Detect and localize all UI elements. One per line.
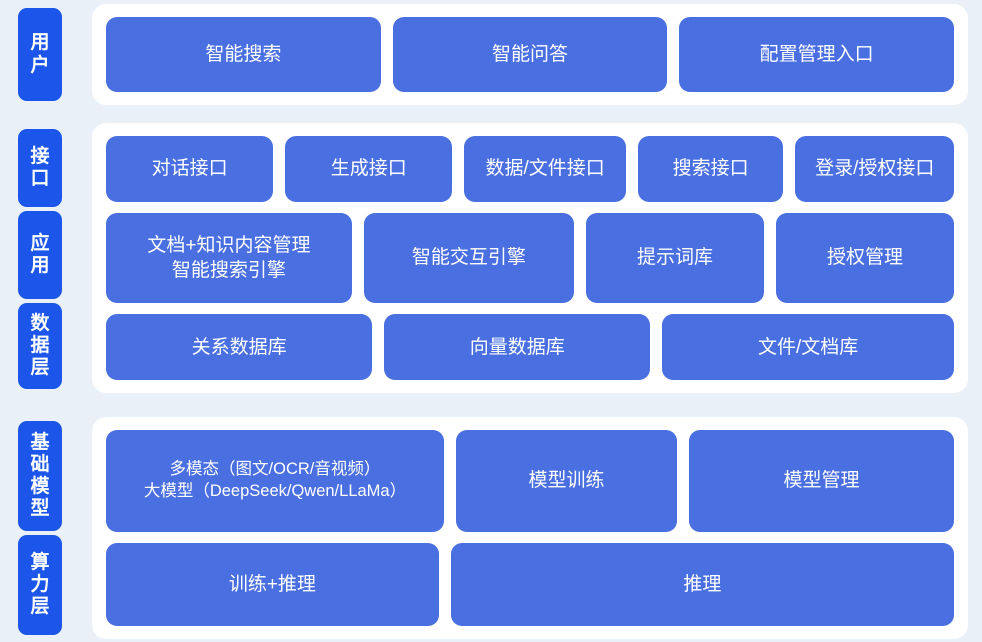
box-label: 文件/文档库 <box>758 336 859 358</box>
box-smart-qa[interactable]: 智能问答 <box>392 17 668 92</box>
layer-tab-char: 应 <box>30 232 50 254</box>
layer-tab-char: 数 <box>30 312 50 334</box>
box-label: 搜索接口 <box>672 158 749 180</box>
row-model-row: 多模态（图文/OCR/音视频） 大模型（DeepSeek/Qwen/LLaMa） 模… <box>106 430 954 532</box>
rail-infrastructure: 基础模型算力层 <box>0 417 92 639</box>
layer-tab-char: 算 <box>30 551 50 573</box>
box-label: 多模态（图文/OCR/音视频） <box>169 460 381 479</box>
box-label: 数据/文件接口 <box>485 158 605 180</box>
box-model-training[interactable]: 模型训练 <box>455 430 678 532</box>
layer-tab-foundation-model[interactable]: 基础模型 <box>18 421 62 531</box>
layer-tab-char: 型 <box>30 498 50 520</box>
layer-tab-char: 层 <box>30 596 50 618</box>
box-label: 向量数据库 <box>469 336 565 358</box>
box-smart-interaction-engine[interactable]: 智能交互引擎 <box>363 212 574 304</box>
layer-tab-char: 口 <box>30 168 50 189</box>
section-user: 用户 智能搜索 智能问答 配置管理入口 <box>0 4 982 105</box>
box-prompt-library[interactable]: 提示词库 <box>585 212 764 304</box>
box-vector-database[interactable]: 向量数据库 <box>384 314 651 380</box>
layer-tab-char: 力 <box>30 573 50 595</box>
box-login-auth-api[interactable]: 登录/授权接口 <box>795 136 954 202</box>
row-application-row: 文档+知识内容管理智能搜索引擎 智能交互引擎 提示词库 授权管理 <box>106 212 955 304</box>
layer-tab-char: 用 <box>30 255 50 276</box>
box-label: 关系数据库 <box>191 336 287 358</box>
layer-tab-compute-layer[interactable]: 算力层 <box>18 535 62 635</box>
box-authorization-management[interactable]: 授权管理 <box>776 212 955 304</box>
panel-infrastructure: 多模态（图文/OCR/音视频） 大模型（DeepSeek/Qwen/LLaMa） 模… <box>92 417 968 639</box>
panel-user: 智能搜索 智能问答 配置管理入口 <box>92 4 968 105</box>
box-multimodal-foundation-model[interactable]: 多模态（图文/OCR/音视频） 大模型（DeepSeek/Qwen/LLaMa） <box>106 430 444 532</box>
box-label: 登录/授权接口 <box>815 158 935 180</box>
box-data-file-api[interactable]: 数据/文件接口 <box>464 136 626 202</box>
layer-tab-char: 模 <box>30 476 50 497</box>
layer-tab-char: 层 <box>30 357 50 379</box>
row-data-row: 关系数据库 向量数据库 文件/文档库 <box>106 314 954 380</box>
layer-tab-char: 据 <box>30 334 50 356</box>
box-relational-database[interactable]: 关系数据库 <box>106 314 373 380</box>
box-dialog-api[interactable]: 对话接口 <box>106 136 274 202</box>
box-label: 提示词库 <box>636 247 713 269</box>
layer-tab-char: 基 <box>30 431 50 453</box>
box-label: 智能搜索引擎 <box>171 260 286 281</box>
layer-tab-application[interactable]: 应用 <box>18 211 62 299</box>
box-label: 对话接口 <box>151 158 228 180</box>
box-label: 智能交互引擎 <box>411 247 526 269</box>
box-smart-search[interactable]: 智能搜索 <box>106 17 381 92</box>
box-generation-api[interactable]: 生成接口 <box>285 136 453 202</box>
row-compute-row: 训练+推理 推理 <box>106 542 954 627</box>
box-doc-knowledge-management[interactable]: 文档+知识内容管理智能搜索引擎 <box>106 212 352 304</box>
rail-platform: 接口应用数据层 <box>0 123 92 393</box>
layer-tab-char: 础 <box>30 453 50 475</box>
layer-tab-char: 接 <box>30 145 50 167</box>
box-label: 配置管理入口 <box>759 43 874 65</box>
box-training-plus-inference[interactable]: 训练+推理 <box>106 542 439 627</box>
panel-platform: 对话接口 生成接口 数据/文件接口 搜索接口 登录/授权接口文档+知识内容管理智能搜索引… <box>92 123 968 393</box>
box-label: 智能搜索 <box>205 43 282 65</box>
section-infrastructure: 基础模型算力层多模态（图文/OCR/音视频）大模型（DeepSeek/Qwen/… <box>0 417 982 639</box>
box-label: 智能问答 <box>492 43 569 65</box>
layer-tab-char: 用 <box>30 32 50 54</box>
box-label: 训练+推理 <box>228 573 316 595</box>
rail-user: 用户 <box>0 4 92 105</box>
box-label: 文档+知识内容管理 <box>147 234 311 256</box>
box-label: 生成接口 <box>330 158 407 180</box>
layer-tab-interface[interactable]: 接口 <box>18 129 62 207</box>
box-search-api[interactable]: 搜索接口 <box>637 136 784 202</box>
box-label: 推理 <box>683 573 722 595</box>
row-interface-row: 对话接口 生成接口 数据/文件接口 搜索接口 登录/授权接口 <box>106 136 954 202</box>
layer-tab-user[interactable]: 用户 <box>18 8 62 101</box>
box-label: 模型训练 <box>528 470 605 492</box>
box-label: 大模型（DeepSeek/Qwen/LLaMa） <box>143 481 407 500</box>
layer-tab-char: 户 <box>30 54 50 76</box>
box-file-document-store[interactable]: 文件/文档库 <box>662 314 954 380</box>
box-label: 授权管理 <box>827 247 904 269</box>
box-inference[interactable]: 推理 <box>450 542 954 627</box>
box-label: 模型管理 <box>783 470 860 492</box>
row-user-entries: 智能搜索 智能问答 配置管理入口 <box>106 17 955 92</box>
box-config-management-entry[interactable]: 配置管理入口 <box>679 17 955 92</box>
layer-tab-data-layer[interactable]: 数据层 <box>18 303 62 389</box>
section-platform: 接口应用数据层对话接口生成接口数据/文件接口搜索接口登录/授权接口文档+知识内容… <box>0 123 982 393</box>
box-model-management[interactable]: 模型管理 <box>689 430 954 532</box>
